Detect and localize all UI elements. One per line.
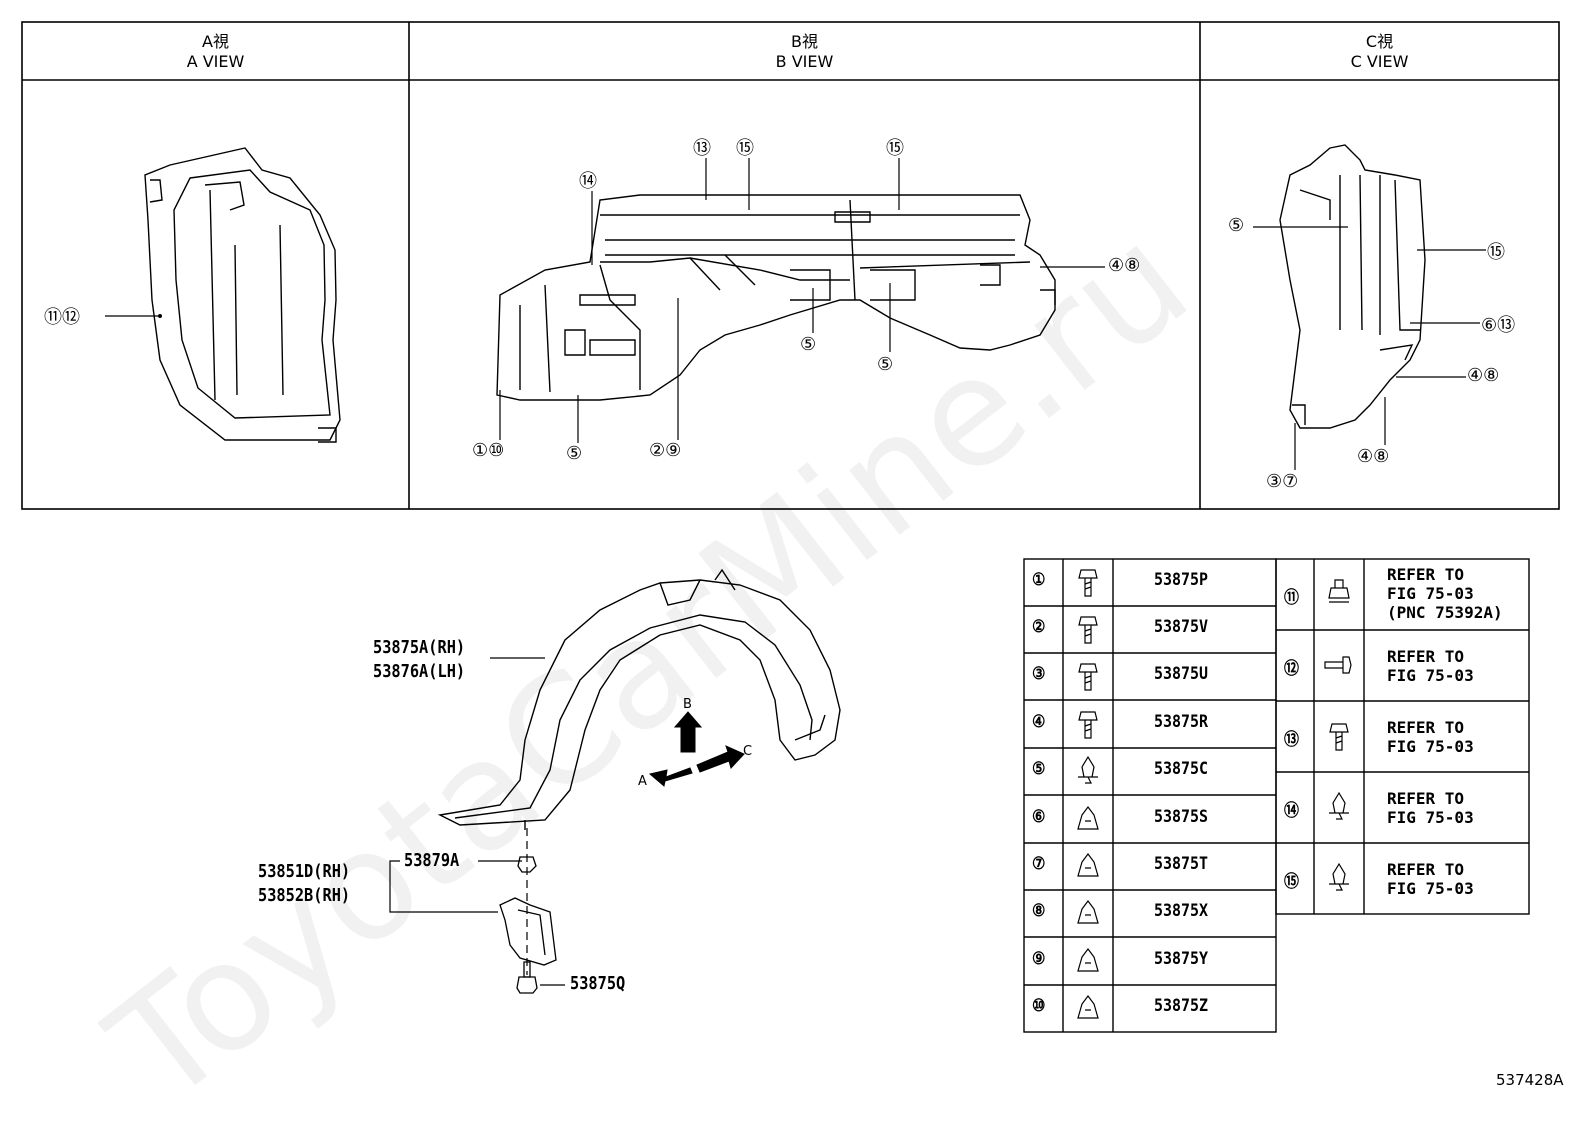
callout-c-3-7: ③⑦ (1266, 471, 1299, 492)
c-view-liner-drawing (1279, 144, 1426, 429)
view-c-en: C VIEW (1350, 52, 1409, 71)
table-part-3: 53875U (1154, 664, 1209, 684)
clip-icon (1077, 900, 1099, 924)
view-a-title: A視 A VIEW (22, 32, 409, 72)
label-bolt-53875q: 53875Q (570, 973, 626, 994)
arrow-a-icon (648, 767, 693, 787)
fender-liner-leaders (389, 657, 565, 986)
table-num-11: ⑪ (1284, 588, 1299, 608)
callout-c-15: ⑮ (1487, 242, 1505, 263)
table-num-14: ⑭ (1284, 801, 1299, 821)
callout-b-5-mid: ⑤ (800, 334, 817, 355)
table-num-7: ⑦ (1032, 854, 1046, 874)
bracket-drawing (499, 897, 557, 966)
table-part-1: 53875P (1154, 570, 1209, 590)
arrow-c-icon (696, 745, 745, 773)
table-num-13: ⑬ (1284, 730, 1299, 750)
table-num-3: ③ (1032, 664, 1046, 684)
clip-icon (1077, 948, 1099, 972)
fender-liner-drawing (437, 568, 841, 830)
label-bracket-53851d: 53851D(RH) (258, 861, 351, 882)
callout-b-5-right: ⑤ (877, 354, 894, 375)
table-num-8: ⑧ (1032, 901, 1046, 921)
bolt-icon (1329, 723, 1349, 751)
table-ref-12: REFER TO FIG 75-03 (1387, 647, 1474, 685)
callout-a-11-12: ⑪⑫ (44, 307, 80, 328)
fastener-table-grid (1023, 558, 1530, 1033)
view-c-jp: C視 (1365, 32, 1394, 51)
callout-b-13: ⑬ (693, 138, 711, 159)
label-liner-rh: 53875A(RH) (373, 637, 466, 658)
clip-icon (1329, 791, 1349, 820)
direction-label-c: C (743, 744, 753, 759)
table-num-5: ⑤ (1032, 759, 1046, 779)
table-ref-14: REFER TO FIG 75-03 (1387, 789, 1474, 827)
view-b-en: B VIEW (775, 52, 834, 71)
table-ref-15: REFER TO FIG 75-03 (1387, 860, 1474, 898)
view-a-en: A VIEW (186, 52, 245, 71)
clip-icon (1077, 853, 1099, 877)
direction-label-b: B (683, 697, 692, 712)
callout-c-5: ⑤ (1228, 215, 1245, 236)
callout-b-2-9: ②⑨ (649, 440, 682, 461)
b-view-leaders (499, 158, 1105, 443)
parts-diagram (21, 21, 1560, 1033)
bolt-53875q-drawing (516, 961, 538, 994)
table-part-8: 53875X (1154, 901, 1209, 921)
label-bracket-53852b: 53852B(RH) (258, 885, 351, 906)
bolt-icon (1078, 569, 1098, 597)
bolt-icon (1078, 663, 1098, 691)
arrow-b-icon (673, 711, 703, 753)
table-part-10: 53875Z (1154, 996, 1209, 1016)
table-num-9: ⑨ (1032, 949, 1046, 969)
callout-b-14: ⑭ (579, 171, 597, 192)
direction-arrows (648, 711, 745, 787)
table-num-1: ① (1032, 570, 1046, 590)
table-num-10: ⑩ (1032, 996, 1046, 1016)
table-part-4: 53875R (1154, 712, 1209, 732)
figure-number: 537428A (1496, 1071, 1564, 1089)
bolt-icon (1078, 711, 1098, 739)
bolt-icon (1078, 616, 1098, 644)
table-num-2: ② (1032, 617, 1046, 637)
callout-b-1-10: ①⑩ (472, 440, 505, 461)
callout-c-4-8-upper: ④⑧ (1467, 365, 1500, 386)
table-num-4: ④ (1032, 712, 1046, 732)
table-part-2: 53875V (1154, 617, 1209, 637)
callout-b-15-right: ⑮ (886, 138, 904, 159)
nut-icon (1328, 579, 1350, 603)
a-view-liner-drawing (144, 147, 341, 443)
callout-c-4-8-lower: ④⑧ (1357, 446, 1390, 467)
table-ref-11: REFER TO FIG 75-03 (PNC 75392A) (1387, 565, 1503, 622)
table-part-7: 53875T (1154, 854, 1209, 874)
direction-label-a: A (638, 774, 647, 789)
view-a-jp: A視 (202, 32, 229, 51)
callout-c-6-13: ⑥⑬ (1481, 315, 1516, 336)
table-part-6: 53875S (1154, 807, 1209, 827)
table-part-9: 53875Y (1154, 949, 1209, 969)
c-view-leaders (1253, 226, 1486, 470)
view-b-jp: B視 (791, 32, 818, 51)
clip-icon (1077, 995, 1099, 1019)
table-num-12: ⑫ (1284, 659, 1299, 679)
views-frame (21, 21, 1560, 510)
b-view-liner-drawing (496, 194, 1056, 401)
table-num-6: ⑥ (1032, 807, 1046, 827)
table-ref-13: REFER TO FIG 75-03 (1387, 718, 1474, 756)
label-liner-lh: 53876A(LH) (373, 661, 466, 682)
label-nut-53879a: 53879A (404, 850, 460, 871)
table-part-5: 53875C (1154, 759, 1209, 779)
view-c-title: C視 C VIEW (1200, 32, 1559, 72)
clip-icon (1078, 755, 1098, 784)
view-b-title: B視 B VIEW (409, 32, 1200, 72)
table-num-15: ⑮ (1284, 872, 1299, 892)
clip-icon (1077, 806, 1099, 830)
callout-b-15-left: ⑮ (736, 138, 754, 159)
screw-icon (1324, 656, 1352, 674)
callout-b-4-8: ④⑧ (1108, 255, 1141, 276)
callout-b-5-bottom: ⑤ (566, 443, 583, 464)
clip-icon (1329, 862, 1349, 891)
nut-53879a-drawing (517, 856, 537, 873)
